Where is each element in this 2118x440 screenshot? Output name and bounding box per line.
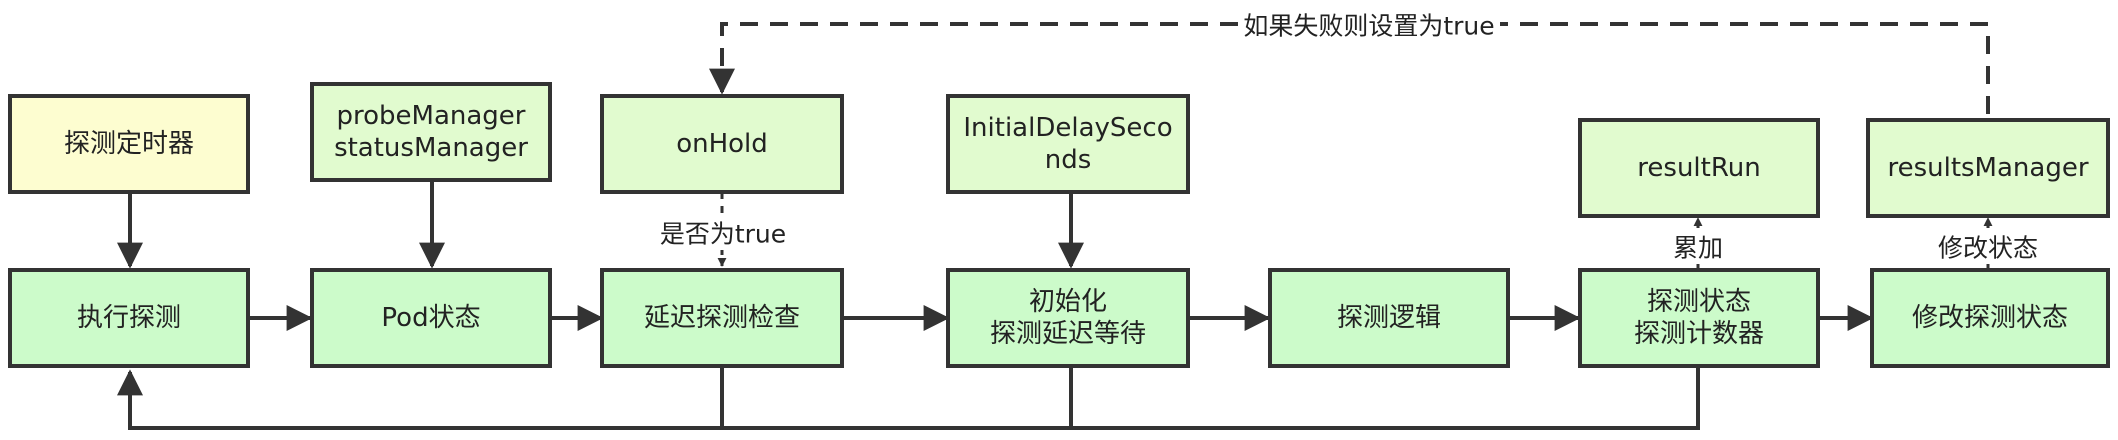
label-managers-line1: probeManager	[337, 101, 526, 131]
label-initial-delay-line1: InitialDelaySeco	[963, 113, 1172, 143]
label-initial-delay-line2: nds	[1045, 145, 1092, 175]
box-results-manager	[1866, 118, 2110, 218]
box-modify-state	[1870, 268, 2110, 368]
box-probe-state-counter	[1578, 268, 1820, 368]
label-probe-timer: 探测定时器	[64, 129, 194, 159]
label-pod-status: Pod状态	[381, 303, 480, 333]
box-init-wait	[946, 268, 1190, 368]
edge-label-is-true: 是否为true	[660, 220, 786, 249]
label-probe-state-line2: 探测计数器	[1634, 319, 1764, 349]
label-probe-logic: 探测逻辑	[1337, 303, 1441, 333]
box-result-run	[1578, 118, 1820, 218]
edge-label-accumulate: 累加	[1673, 234, 1723, 263]
box-initial-delay	[946, 94, 1190, 194]
label-init-wait-line2: 探测延迟等待	[990, 319, 1146, 349]
box-onhold	[600, 94, 844, 194]
label-results-manager: resultsManager	[1887, 153, 2088, 183]
label-execute-probe: 执行探测	[77, 303, 181, 333]
edge-label-modify-status: 修改状态	[1938, 234, 2038, 263]
box-pod-status	[310, 268, 552, 368]
label-managers-line2: statusManager	[334, 133, 528, 163]
box-managers	[310, 82, 552, 182]
label-delay-check: 延迟探测检查	[644, 303, 800, 333]
label-onhold: onHold	[676, 129, 768, 159]
box-probe-logic	[1268, 268, 1510, 368]
label-probe-state-line1: 探测状态	[1647, 287, 1751, 317]
edge-label-fail-set-true: 如果失败则设置为true	[1243, 12, 1494, 41]
box-probe-timer	[8, 94, 250, 194]
label-modify-state: 修改探测状态	[1912, 303, 2068, 333]
label-init-wait-line1: 初始化	[1029, 287, 1107, 317]
box-execute-probe	[8, 268, 250, 368]
box-delay-check	[600, 268, 844, 368]
label-result-run: resultRun	[1637, 153, 1760, 183]
loop-back-line	[117, 366, 1700, 430]
